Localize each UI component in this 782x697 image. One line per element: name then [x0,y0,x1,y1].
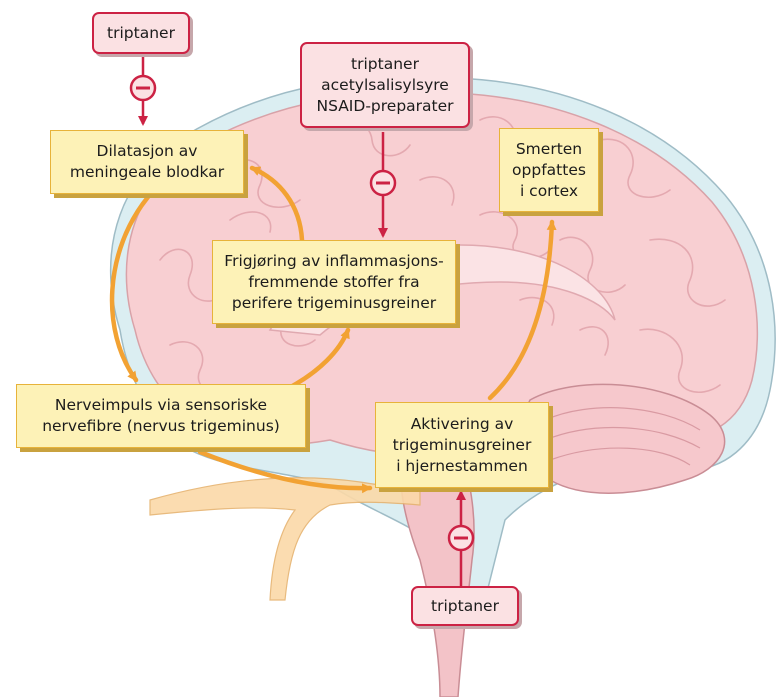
process-box-dilatation: Dilatasjon av meningeale blodkar [50,130,244,194]
process-label: nervefibre (nervus trigeminus) [42,416,280,437]
process-label: i hjernestammen [396,456,528,477]
inhibitor-label: triptaner [107,23,175,44]
process-label: meningeale blodkar [70,162,224,183]
process-label: Frigjøring av inflammasjons- [224,251,443,272]
trigeminal-nerve [150,478,420,600]
minus-circle-icon [449,526,473,550]
process-label: trigeminusgreiner [393,435,532,456]
process-label: oppfattes [512,160,586,181]
process-label: Nerveimpuls via sensoriske [55,395,267,416]
inhibitor-label: triptaner [351,54,419,75]
minus-circle-icon [131,76,155,100]
inhibitor-box-top-center: triptaner acetylsalisylsyre NSAID-prepar… [300,42,470,128]
process-box-activation: Aktivering av trigeminusgreiner i hjerne… [375,402,549,488]
process-box-cortex: Smerten oppfattes i cortex [499,128,599,212]
inhibitor-label: NSAID-preparater [316,96,453,117]
process-label: i cortex [520,181,578,202]
inhibitor-box-bottom: triptaner [411,586,519,626]
inhibitor-label: acetylsalisylsyre [321,75,449,96]
process-label: fremmende stoffer fra [248,272,419,293]
process-label: Dilatasjon av [97,141,198,162]
minus-circle-icon [371,171,395,195]
process-box-release: Frigjøring av inflammasjons- fremmende s… [212,240,456,324]
inhibitor-box-top-left: triptaner [92,12,190,54]
process-label: Aktivering av [411,414,514,435]
process-label: perifere trigeminusgreiner [232,293,436,314]
process-box-nerve-impulse: Nerveimpuls via sensoriske nervefibre (n… [16,384,306,448]
inhibitor-label: triptaner [431,596,499,617]
process-label: Smerten [516,139,582,160]
